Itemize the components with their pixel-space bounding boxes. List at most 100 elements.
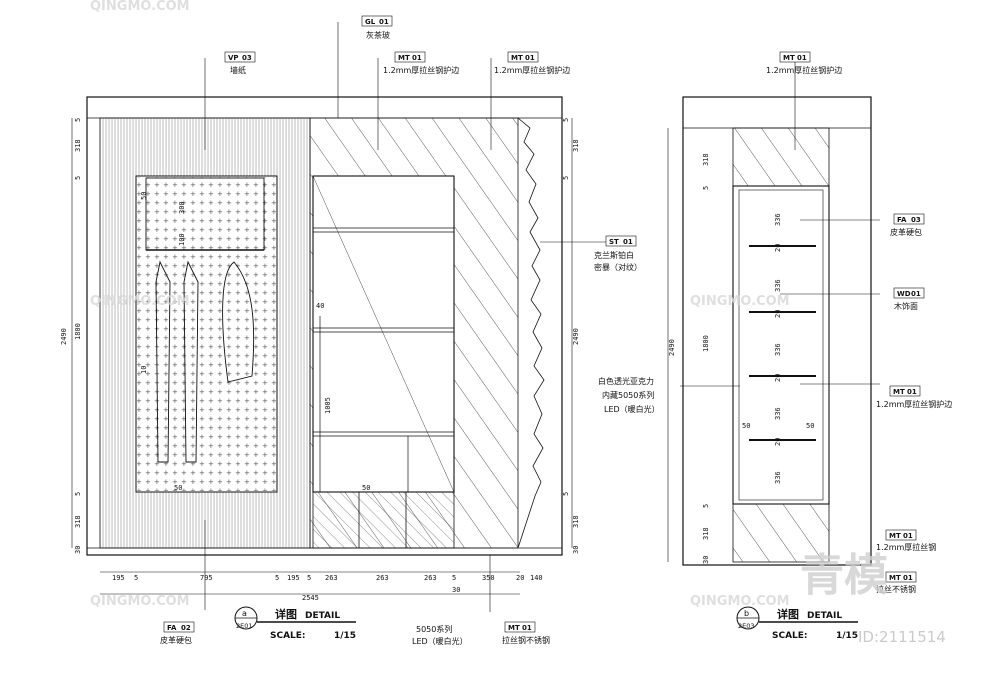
svg-text:01: 01 [903,532,913,540]
svg-text:SCALE:: SCALE: [270,631,306,641]
svg-text:内藏5050系列: 内藏5050系列 [602,390,654,400]
shelf-dimensions-b: 336 20 336 20 336 20 336 20 336 50 50 [742,213,814,484]
svg-text:MT: MT [508,624,520,632]
tag-b-mt01-bot1: MT 01 1.2mm厚拉丝钢 [876,529,936,552]
svg-text:01: 01 [525,54,535,62]
title-block-a: a 2E01 详图 DETAIL SCALE: 1/15 [236,607,356,641]
elevation-b-outer-frame [682,96,872,566]
svg-text:01: 01 [379,18,389,26]
svg-text:QINGMO.COM: QINGMO.COM [690,594,790,609]
svg-text:1/15: 1/15 [334,631,356,641]
svg-text:01: 01 [797,54,807,62]
svg-text:GL: GL [365,18,376,26]
svg-text:336: 336 [774,407,782,420]
svg-text:b: b [744,609,749,618]
svg-text:皮革硬包: 皮革硬包 [890,227,922,237]
leader-lines [204,22,880,612]
svg-text:2E03: 2E03 [738,622,755,630]
svg-text:300: 300 [178,201,186,214]
svg-text:318: 318 [74,515,82,528]
svg-text:LED（暖白光）: LED（暖白光） [412,636,468,646]
svg-text:WD: WD [897,290,911,298]
svg-text:01: 01 [911,290,921,298]
svg-text:墙纸: 墙纸 [230,65,246,75]
svg-text:1.2mm厚拉丝钢护边: 1.2mm厚拉丝钢护边 [494,65,570,75]
svg-text:MT: MT [398,54,410,62]
tag-b-wd01: WD 01 木饰面 [893,287,925,311]
leather-back-panel [137,177,276,491]
svg-text:318: 318 [572,515,580,528]
svg-text:318: 318 [702,527,710,540]
elevation-b [667,96,872,566]
tag-b-mt01-top: MT 01 1.2mm厚拉丝钢护边 [766,51,842,75]
svg-text:2490: 2490 [60,328,68,345]
tag-b-fa03: FA 03 皮革硬包 [890,213,925,237]
svg-text:01: 01 [903,574,913,582]
svg-text:ST: ST [609,238,619,246]
watermarks: QINGMO.COM QINGMO.COM QINGMO.COM QINGMO.… [90,0,946,646]
svg-text:5: 5 [702,504,710,508]
svg-text:795: 795 [200,574,213,582]
svg-text:140: 140 [530,574,543,582]
svg-text:20: 20 [516,574,524,582]
svg-text:2490: 2490 [668,339,676,356]
stone-edge [517,117,545,549]
title-symbols [234,606,858,630]
svg-text:01: 01 [412,54,422,62]
svg-text:318: 318 [702,153,710,166]
svg-text:30: 30 [702,556,710,564]
svg-text:02: 02 [181,624,191,632]
svg-text:263: 263 [325,574,338,582]
svg-text:1800: 1800 [74,323,82,340]
svg-text:5: 5 [562,118,570,122]
svg-text:1.2mm厚拉丝钢护边: 1.2mm厚拉丝钢护边 [876,399,952,409]
tag-gl01: GL 01 灰茶玻 [361,15,393,40]
svg-text:灰茶玻: 灰茶玻 [366,30,390,40]
led-note-a: 5050系列 LED（暖白光） [412,624,468,646]
svg-text:QINGMO.COM: QINGMO.COM [90,294,190,309]
svg-text:2545: 2545 [302,594,319,602]
svg-text:50: 50 [806,422,814,430]
svg-text:1/15: 1/15 [836,631,858,641]
svg-text:5: 5 [562,492,570,496]
svg-text:5: 5 [74,118,82,122]
svg-text:100: 100 [178,233,186,246]
svg-text:5: 5 [275,574,279,582]
svg-text:03: 03 [242,54,252,62]
svg-text:MT: MT [783,54,795,62]
elevation-a [71,96,573,595]
svg-text:5: 5 [562,176,570,180]
title-block-b: b 2E03 详图 DETAIL SCALE: 1/15 [738,607,858,641]
tag-st01: ST 01 克兰斯铂白 密暴（对纹） [594,235,642,272]
svg-text:5: 5 [134,574,138,582]
tag-mt01-top1: MT 01 1.2mm厚拉丝钢护边 [383,51,459,75]
svg-text:195: 195 [112,574,125,582]
svg-text:1.2mm厚拉丝钢护边: 1.2mm厚拉丝钢护边 [383,65,459,75]
svg-text:5: 5 [452,574,456,582]
svg-text:336: 336 [774,471,782,484]
svg-text:密暴（对纹）: 密暴（对纹） [594,262,642,272]
svg-text:拉丝钢不锈钢: 拉丝钢不锈钢 [502,635,550,645]
svg-text:MT: MT [889,574,901,582]
svg-text:50: 50 [742,422,750,430]
svg-text:拉丝不锈钢: 拉丝不锈钢 [876,584,916,594]
svg-text:30: 30 [452,586,460,594]
svg-text:336: 336 [774,213,782,226]
svg-text:350: 350 [482,574,495,582]
svg-text:01: 01 [522,624,532,632]
svg-text:20: 20 [774,244,782,252]
svg-text:20: 20 [774,438,782,446]
svg-text:5: 5 [74,176,82,180]
svg-text:QINGMO.COM: QINGMO.COM [90,0,190,14]
svg-text:a: a [242,609,247,618]
svg-text:2E01: 2E01 [236,622,253,630]
svg-text:195: 195 [287,574,300,582]
svg-text:40: 40 [316,302,324,310]
svg-text:ID:2111514: ID:2111514 [858,628,946,646]
svg-text:皮革硬包: 皮革硬包 [160,635,192,645]
svg-text:FA: FA [897,216,907,224]
elevation-a-outer-frame [86,96,563,556]
svg-text:MT: MT [889,532,901,540]
